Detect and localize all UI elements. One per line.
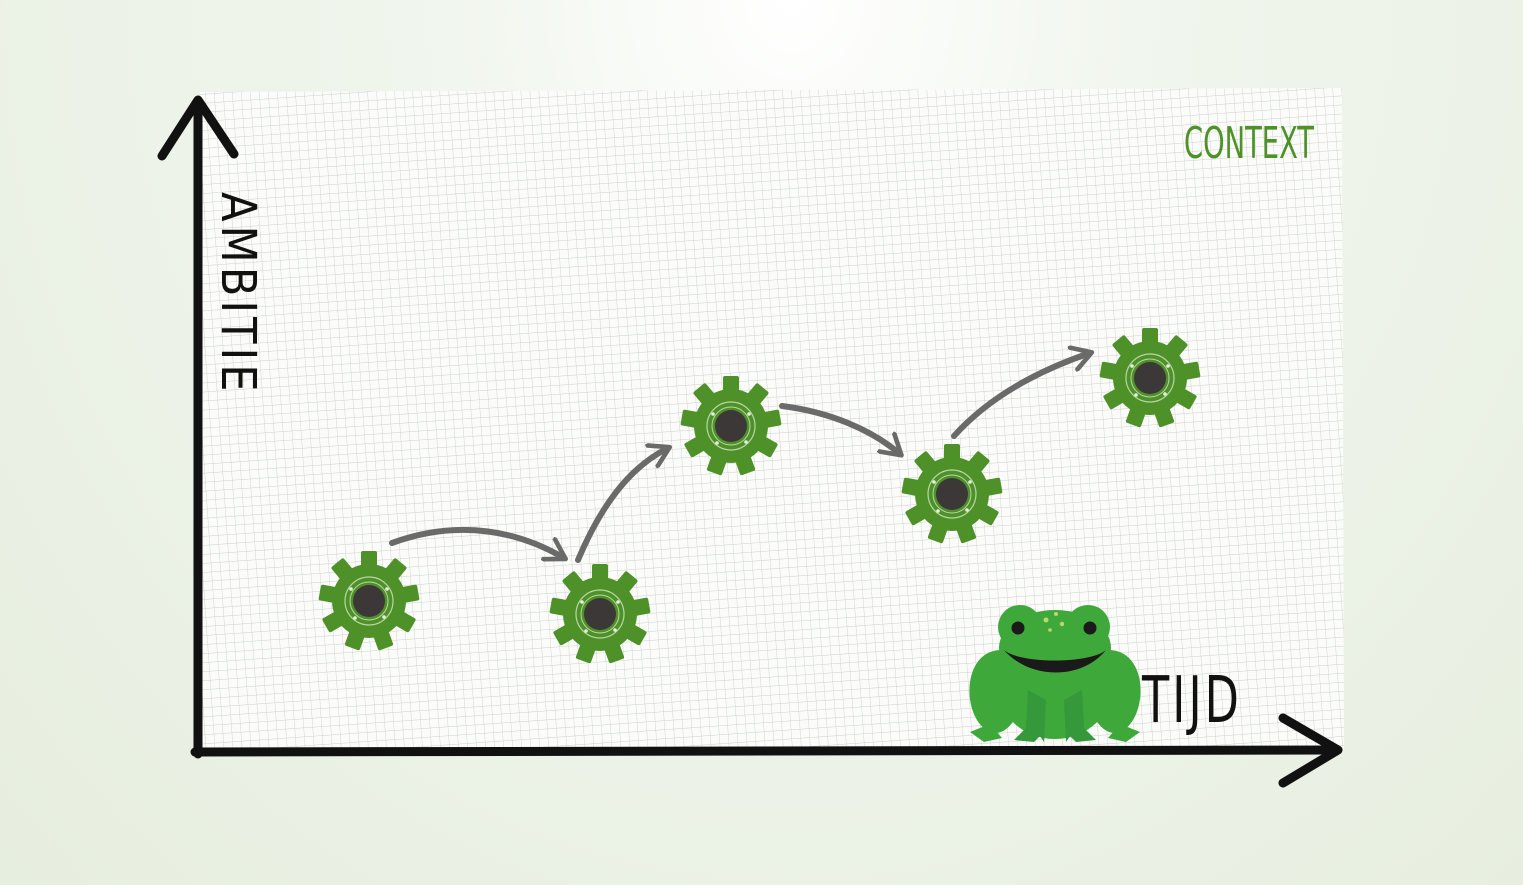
context-label: CONTEXT	[1184, 118, 1315, 169]
y-axis-label: AMBITIE	[210, 192, 266, 396]
x-axis-label: TIJD	[1141, 664, 1242, 738]
